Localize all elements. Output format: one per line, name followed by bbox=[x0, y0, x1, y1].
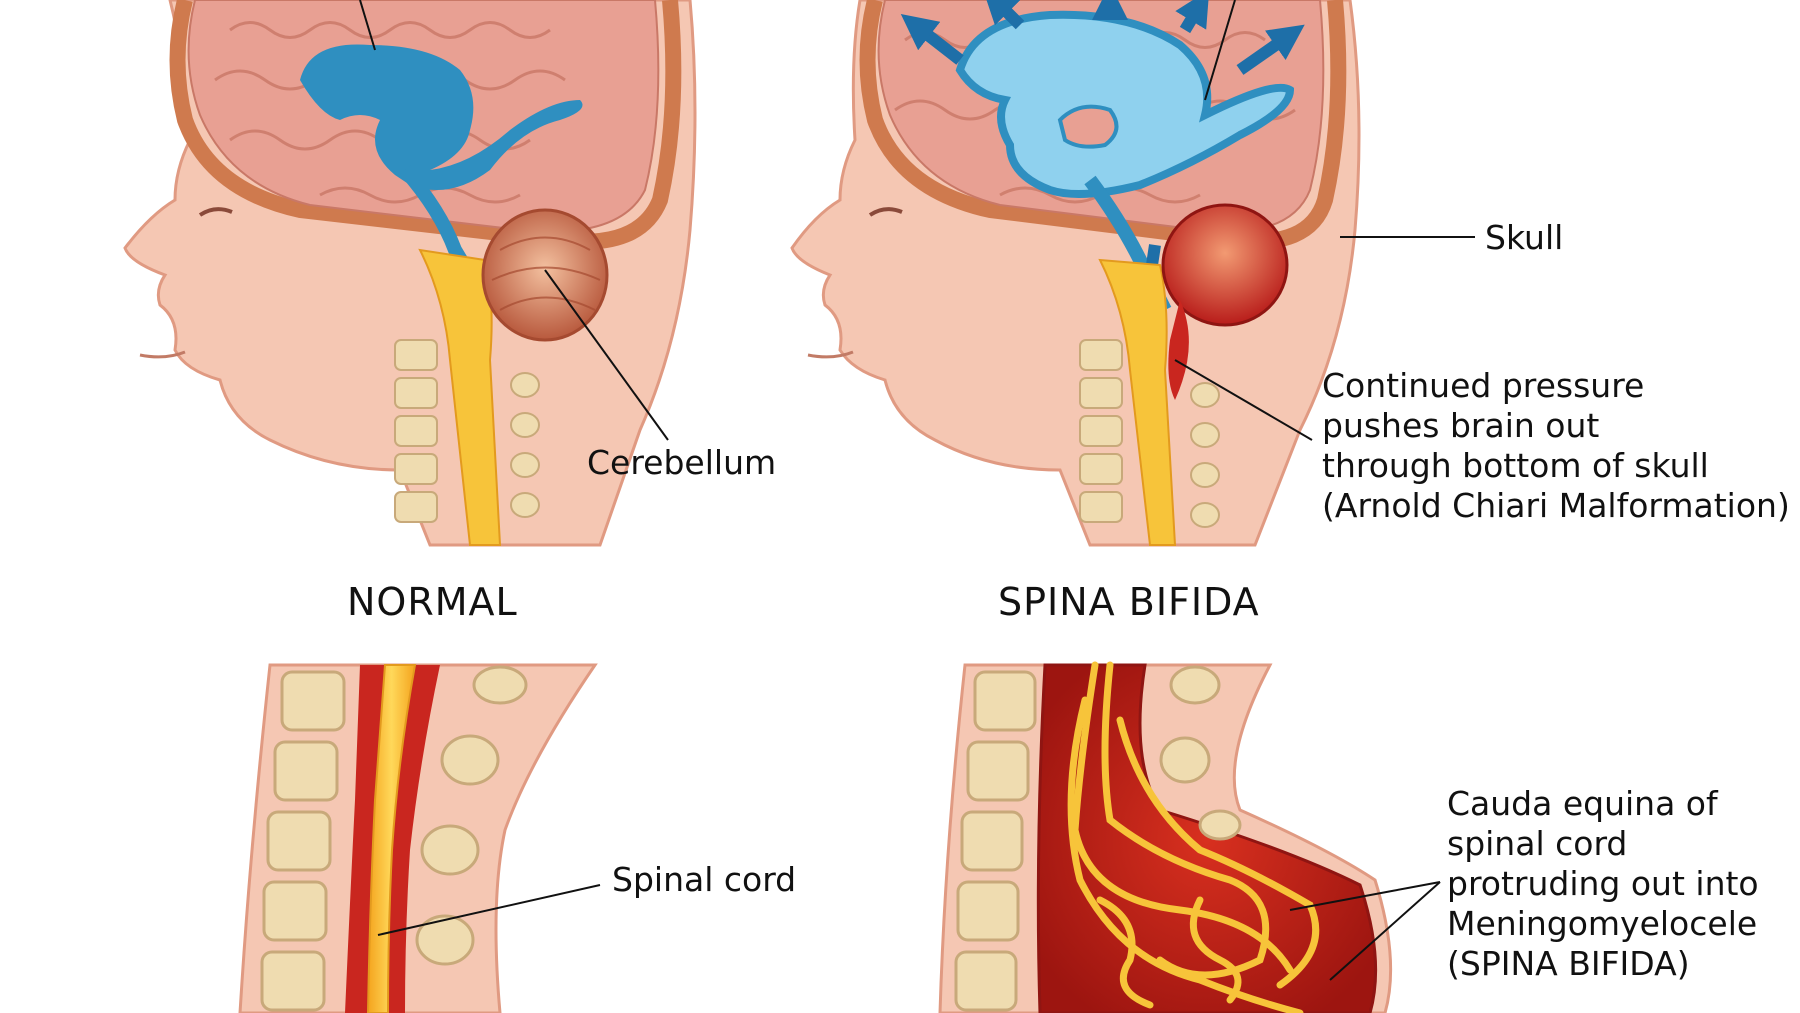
normal-cervical-vertebrae bbox=[394, 339, 540, 523]
cerebellum-label: Cerebellum bbox=[587, 443, 777, 482]
pressure-line-1: Continued pressure bbox=[1322, 366, 1645, 405]
cauda-equina-label: Cauda equina of spinal cord protruding o… bbox=[1447, 784, 1759, 984]
cauda-line-4: Meningomyelocele bbox=[1447, 904, 1758, 943]
pressure-line-3: through bottom of skull bbox=[1322, 446, 1709, 485]
sb-cervical-vertebrae bbox=[1079, 339, 1220, 528]
pressure-line-2: pushes brain out bbox=[1322, 406, 1600, 445]
normal-spine bbox=[238, 663, 601, 1013]
spina-bifida-spine bbox=[938, 661, 1441, 1013]
cauda-line-3: protruding out into bbox=[1447, 864, 1759, 903]
spina-bifida-heading: SPINA BIFIDA bbox=[998, 580, 1260, 624]
normal-heading: NORMAL bbox=[347, 580, 518, 624]
skull-label: Skull bbox=[1485, 218, 1564, 257]
sb-herniated-cerebellum bbox=[1161, 203, 1289, 327]
pressure-line-4: (Arnold Chiari Malformation) bbox=[1322, 486, 1790, 525]
cauda-line-1: Cauda equina of bbox=[1447, 784, 1718, 823]
sb-cauda-equina bbox=[1067, 661, 1320, 1013]
normal-head bbox=[123, 0, 697, 547]
normal-ventricle bbox=[300, 44, 583, 190]
spinal-cord-label: Spinal cord bbox=[612, 860, 797, 899]
sb-enlarged-ventricle bbox=[955, 10, 1295, 198]
arnold-chiari-label: Continued pressure pushes brain out thro… bbox=[1322, 366, 1790, 526]
normal-spinal-cord-shape bbox=[366, 664, 417, 1013]
spina-bifida-head bbox=[790, 0, 1475, 547]
cauda-line-5: (SPINA BIFIDA) bbox=[1447, 944, 1690, 983]
cauda-line-2: spinal cord bbox=[1447, 824, 1628, 863]
sb-brainstem bbox=[1098, 258, 1177, 546]
meningomyelocele-sac bbox=[1036, 663, 1378, 1013]
